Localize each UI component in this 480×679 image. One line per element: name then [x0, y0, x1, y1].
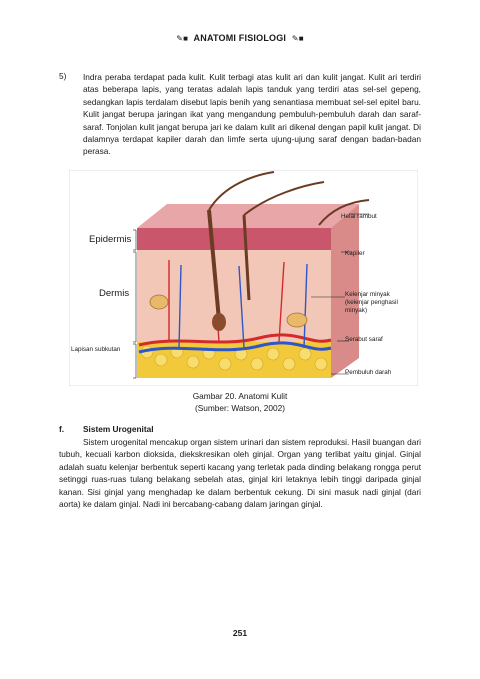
label-oil-gland-2: (kelenjar penghasil — [345, 299, 398, 306]
pen-icon: ✎■ — [176, 34, 189, 43]
item-number: 5) — [59, 71, 67, 81]
running-header: ✎■ ANATOMI FISIOLOGI ✎■ — [0, 33, 480, 43]
page-number: 251 — [232, 628, 248, 638]
skin-illustration — [69, 170, 418, 386]
label-capillary: Kapiler — [345, 250, 365, 257]
paragraph-indra-peraba: Indra peraba terdapat pada kulit. Kulit … — [83, 72, 421, 157]
section-title: Sistem Urogenital — [83, 424, 154, 434]
skin-anatomy-figure: Helai rambut Kapiler Kelenjar minyak (ke… — [69, 170, 418, 386]
pen-icon: ✎■ — [291, 34, 304, 43]
header-title: ANATOMI FISIOLOGI — [193, 33, 287, 43]
paragraph-urogenital: Sistem urogenital mencakup organ sistem … — [59, 437, 421, 510]
label-subcutan: Lapisan subkutan — [71, 346, 121, 353]
label-nerve: Serabut saraf — [345, 336, 383, 343]
figure-caption: Gambar 20. Anatomi Kulit — [192, 391, 288, 401]
section-letter: f. — [59, 424, 65, 434]
label-blood-vessel: Pembuluh darah — [345, 369, 392, 376]
label-dermis: Dermis — [99, 288, 130, 299]
label-oil-gland-1: Kelenjar minyak — [345, 291, 390, 298]
figure-source: (Sumber: Watson, 2002) — [194, 403, 286, 413]
label-oil-gland-3: minyak) — [345, 307, 368, 314]
label-hair: Helai rambut — [341, 213, 377, 220]
label-epidermis: Epidermis — [89, 234, 132, 245]
